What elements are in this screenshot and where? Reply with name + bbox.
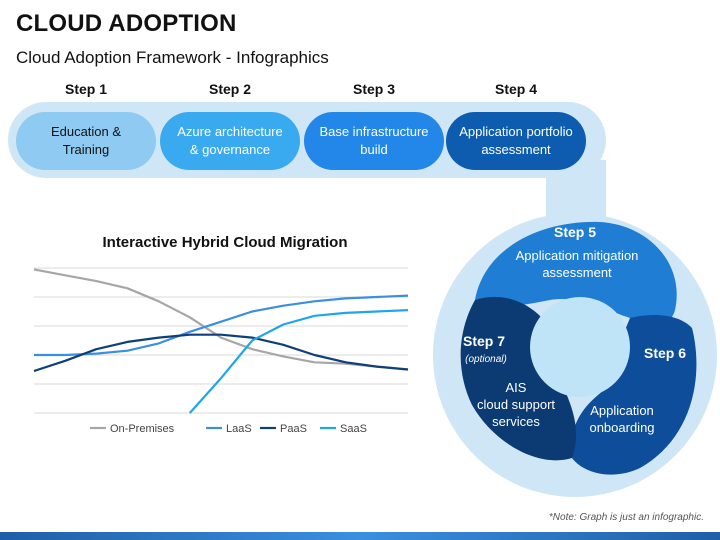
chart-legend: On-Premises LaaS PaaS SaaS [90,423,367,435]
line-chart: On-Premises LaaS PaaS SaaS [33,267,409,435]
chart-grid [34,267,408,414]
step-3-text-line1: Base infrastructure [319,124,429,139]
series-line-paas [33,333,409,373]
step-3-pill: Base infrastructure build [304,112,444,170]
legend-label: LaaS [226,423,252,435]
page-subtitle: Cloud Adoption Framework - Infographics [16,48,329,67]
step-4-text-line2: assessment [481,142,551,157]
step-6-segment [571,315,697,475]
step-6-line2: onboarding [589,420,654,435]
chart-title: Interactive Hybrid Cloud Migration [102,234,348,251]
step-1-pill: Education & Training [16,112,156,170]
footnote: *Note: Graph is just an infographic. [548,512,704,523]
step-6-label: Step 6 [644,345,686,361]
step-5-line1: Application mitigation [516,248,639,263]
step-5-segment [475,221,677,323]
step-2-label: Step 2 [208,81,251,97]
legend-label: On-Premises [110,423,175,435]
chart-lines [33,268,409,414]
step-4-text-line1: Application portfolio [459,124,573,139]
step-1-label: Step 1 [64,81,107,97]
step-1-text-line2: Training [62,142,110,157]
step-7-label: Step 7 [463,333,505,349]
bottom-bar [0,532,720,540]
step-7-line3: services [492,414,540,429]
series-line-laas [34,294,409,357]
step-2-text-line1: Azure architecture [177,124,283,139]
step-4-pill: Application portfolio assessment [446,112,586,170]
steps-connector [546,160,606,220]
step-3-text-line2: build [360,142,388,157]
step-4-label: Step 4 [494,81,537,97]
step-7-optional-note: (optional) [465,354,507,365]
step-6-line1: Application [590,403,654,418]
legend-label: PaaS [280,423,307,435]
legend-label: SaaS [340,423,367,435]
series-line-on-premises [33,268,409,371]
step-2-text-line2: & governance [189,142,271,157]
step-5-line2: assessment [542,265,612,280]
page-title: CLOUD ADOPTION [16,10,237,37]
cycle-diagram: Step 5 Application mitigation assessment… [433,213,717,497]
step-7-line2: cloud support [477,397,555,412]
step-2-pill: Azure architecture & governance [160,112,300,170]
step-1-text-line1: Education & [50,124,122,139]
step-7-line1: AIS [506,380,527,395]
cycle-center [530,297,630,397]
step-5-label: Step 5 [554,224,596,240]
series-line-saas [188,309,409,414]
step-3-label: Step 3 [352,81,395,97]
